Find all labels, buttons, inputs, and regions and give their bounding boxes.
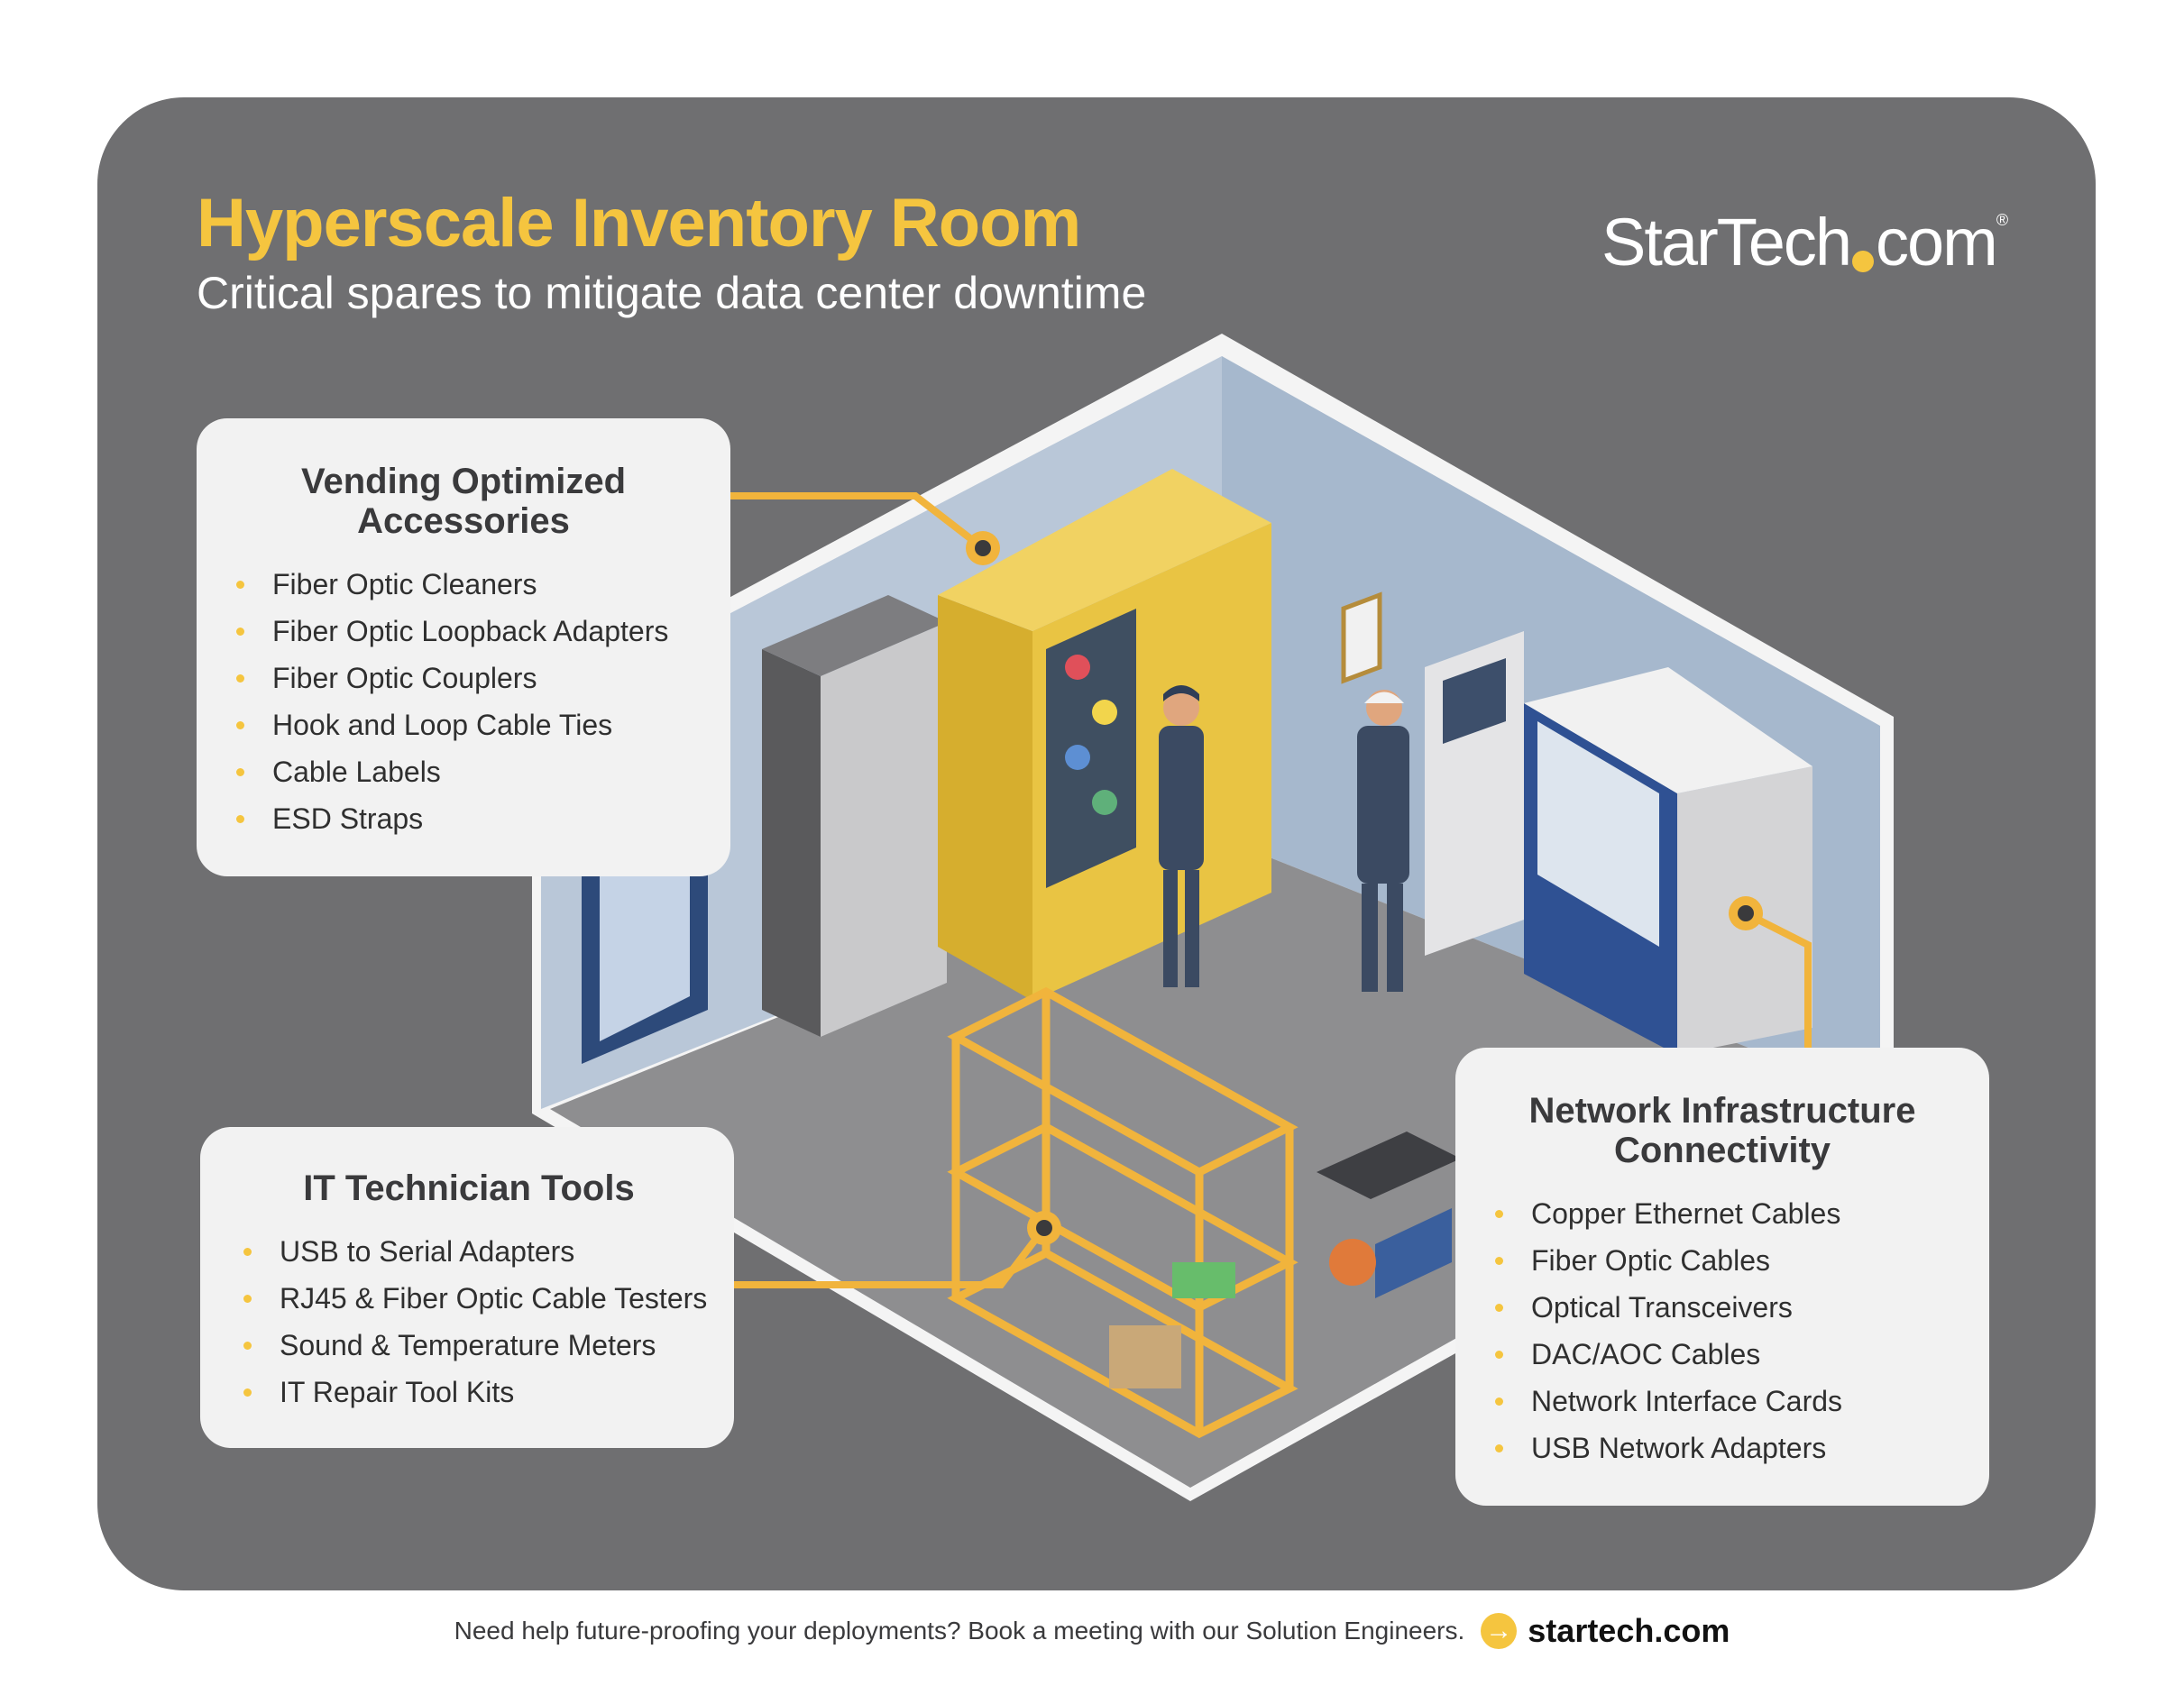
list-item: IT Repair Tool Kits: [240, 1369, 698, 1416]
startech-logo[interactable]: StarTech com®: [1601, 204, 2008, 294]
logo-dot-icon: [1852, 251, 1875, 272]
connector-vending: [730, 492, 986, 552]
technician-male: [1357, 690, 1409, 992]
vending-machine-blue-window: [1537, 721, 1659, 947]
tools-card-title: IT Technician Tools: [303, 1168, 635, 1208]
list-item: Optical Transceivers: [1491, 1284, 1953, 1331]
connector-network: [1744, 910, 1812, 1048]
storage-cabinet-front: [821, 622, 947, 1037]
vending-card-title-line2: Accessories: [357, 501, 570, 541]
yellow-shelving-unit: [947, 986, 1298, 1439]
vending-machine-yellow-window: [1046, 609, 1136, 888]
tools-item-list: USB to Serial Adapters RJ45 & Fiber Opti…: [240, 1228, 707, 1416]
list-item: Fiber Optic Cleaners: [233, 561, 694, 608]
network-switch: [1375, 1208, 1452, 1298]
cable-spool: [1329, 1239, 1376, 1286]
vending-item-yellow: [1092, 700, 1117, 725]
green-supply-box: [1172, 1262, 1235, 1298]
list-item: USB to Serial Adapters: [240, 1228, 698, 1275]
connector-tools: [734, 1225, 1048, 1288]
network-card-title-line2: Connectivity: [1613, 1131, 1831, 1170]
network-infrastructure-card: Network Infrastructure Connectivity Copp…: [1455, 1048, 1989, 1506]
vending-item-blue: [1065, 745, 1090, 770]
vending-machine-blue-top: [1524, 667, 1812, 793]
vending-item-list: Fiber Optic Cleaners Fiber Optic Loopbac…: [233, 561, 694, 842]
vending-accessories-card: Vending Optimized Accessories Fiber Opti…: [197, 418, 730, 876]
callout-markers: [966, 531, 1763, 1245]
list-item: Copper Ethernet Cables: [1491, 1190, 1953, 1237]
footer-text: Need help future-proofing your deploymen…: [454, 1617, 1465, 1645]
footer: Need help future-proofing your deploymen…: [0, 1612, 2184, 1666]
vending-card-title: Vending Optimized Accessories: [233, 462, 694, 541]
vending-machine-yellow-side: [938, 595, 1032, 1001]
storage-box: [1109, 1325, 1181, 1388]
callout-connectors: [730, 492, 1812, 1288]
vending-card-title-line1: Vending Optimized: [300, 462, 627, 501]
list-item: Cable Labels: [233, 748, 694, 795]
network-item-list: Copper Ethernet Cables Fiber Optic Cable…: [1491, 1190, 1953, 1471]
list-item: Sound & Temperature Meters: [240, 1322, 698, 1369]
it-technician-tools-card: IT Technician Tools USB to Serial Adapte…: [200, 1127, 734, 1448]
logo-text-startech: StarTech: [1601, 205, 1852, 279]
arrow-right-icon[interactable]: →: [1481, 1613, 1518, 1649]
list-item: RJ45 & Fiber Optic Cable Testers: [240, 1275, 707, 1322]
vending-item-green: [1092, 790, 1117, 815]
list-item: Hook and Loop Cable Ties: [233, 701, 694, 748]
equipment-cart: [1317, 1132, 1461, 1199]
list-item: Fiber Optic Cables: [1491, 1237, 1953, 1284]
kiosk-screen: [1443, 658, 1506, 744]
page-title: Hyperscale Inventory Room: [197, 185, 1081, 261]
registered-mark: ®: [1996, 211, 2008, 229]
startech-link[interactable]: startech.com: [1528, 1612, 1730, 1649]
network-card-title-line1: Network Infrastructure: [1528, 1091, 1916, 1131]
list-item: DAC/AOC Cables: [1491, 1331, 1953, 1378]
logo-text-com: com: [1876, 205, 1998, 279]
clipboard: [1341, 591, 1382, 684]
storage-cabinet-side: [762, 649, 821, 1037]
page-subtitle: Critical spares to mitigate data center …: [197, 268, 1147, 318]
list-item: USB Network Adapters: [1491, 1425, 1953, 1471]
list-item: Fiber Optic Couplers: [233, 655, 694, 701]
list-item: ESD Straps: [233, 795, 694, 842]
vending-item-red: [1065, 655, 1090, 680]
technician-female: [1159, 685, 1204, 987]
vending-machine-yellow-top: [938, 469, 1271, 631]
list-item: Network Interface Cards: [1491, 1378, 1953, 1425]
network-card-title: Network Infrastructure Connectivity: [1491, 1091, 1953, 1170]
list-item: Fiber Optic Loopback Adapters: [233, 608, 694, 655]
storage-cabinet-top: [762, 595, 947, 676]
